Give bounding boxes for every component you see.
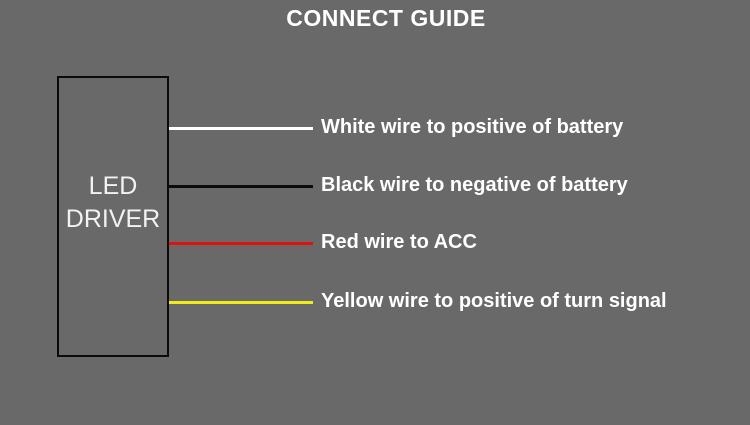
led-driver-box xyxy=(57,76,169,357)
wire-line-black xyxy=(169,185,313,188)
wire-label-yellow: Yellow wire to positive of turn signal xyxy=(321,290,667,312)
wire-label-red: Red wire to ACC xyxy=(321,231,477,253)
led-driver-label-line1: LED xyxy=(88,172,138,200)
page-title-text: CONNECT GUIDE xyxy=(286,5,486,31)
page-title: CONNECT GUIDE xyxy=(0,5,750,32)
wire-line-red xyxy=(169,242,313,245)
wire-label-black: Black wire to negative of battery xyxy=(321,174,628,196)
wire-line-white xyxy=(169,127,313,130)
wire-label-white: White wire to positive of battery xyxy=(321,116,624,138)
led-driver-label: LED DRIVER xyxy=(57,170,169,236)
wire-line-yellow xyxy=(169,301,313,304)
led-driver-label-line2: DRIVER xyxy=(65,205,161,233)
